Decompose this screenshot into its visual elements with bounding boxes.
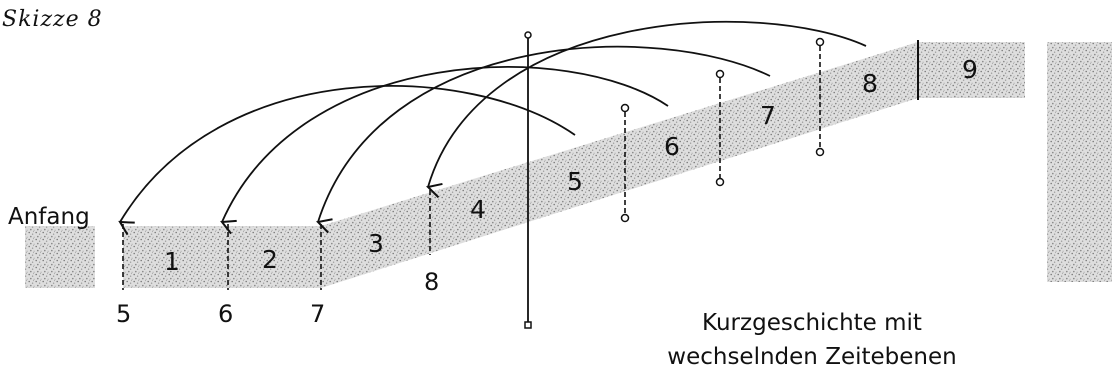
segment-label-1: 1 bbox=[164, 247, 180, 276]
segment-label-8: 8 bbox=[862, 69, 878, 98]
marker-6-7-bottom-end bbox=[715, 177, 725, 187]
bottom-marker-8: 8 bbox=[424, 268, 439, 296]
bottom-marker-5: 5 bbox=[116, 300, 131, 328]
right-edge-band bbox=[1047, 42, 1112, 282]
arrow-6-to-6 bbox=[222, 66, 669, 222]
story-timeline-band bbox=[123, 42, 1025, 288]
caption-line-2: wechselnden Zeitebenen bbox=[667, 344, 956, 370]
sketch-title: Skizze 8 bbox=[2, 7, 103, 32]
segment-label-2: 2 bbox=[262, 245, 278, 274]
segment-label-4: 4 bbox=[470, 195, 486, 224]
arrow-7-to-7 bbox=[318, 45, 771, 222]
marker-5-6-bottom-end bbox=[620, 213, 630, 223]
marker-7-8-bottom-end bbox=[815, 147, 825, 157]
segment-label-9: 9 bbox=[962, 55, 978, 84]
bottom-marker-6: 6 bbox=[218, 300, 233, 328]
segment-label-5: 5 bbox=[567, 167, 583, 196]
marker-5-6-top-end bbox=[620, 103, 630, 113]
start-label: Anfang bbox=[8, 204, 90, 230]
time-axis-top-end bbox=[524, 31, 532, 39]
segment-label-3: 3 bbox=[368, 229, 384, 258]
arrow-8-to-8 bbox=[428, 20, 867, 187]
arrow-5-to-start bbox=[120, 85, 576, 222]
time-axis-bottom-end bbox=[524, 321, 532, 329]
segment-label-7: 7 bbox=[760, 101, 776, 130]
bottom-marker-7: 7 bbox=[310, 300, 325, 328]
marker-7-8-top-end bbox=[815, 37, 825, 47]
left-fragment-band bbox=[25, 226, 95, 288]
marker-6-7-top-end bbox=[715, 69, 725, 79]
segment-label-6: 6 bbox=[664, 132, 680, 161]
caption-line-1: Kurzgeschichte mit bbox=[702, 310, 922, 336]
